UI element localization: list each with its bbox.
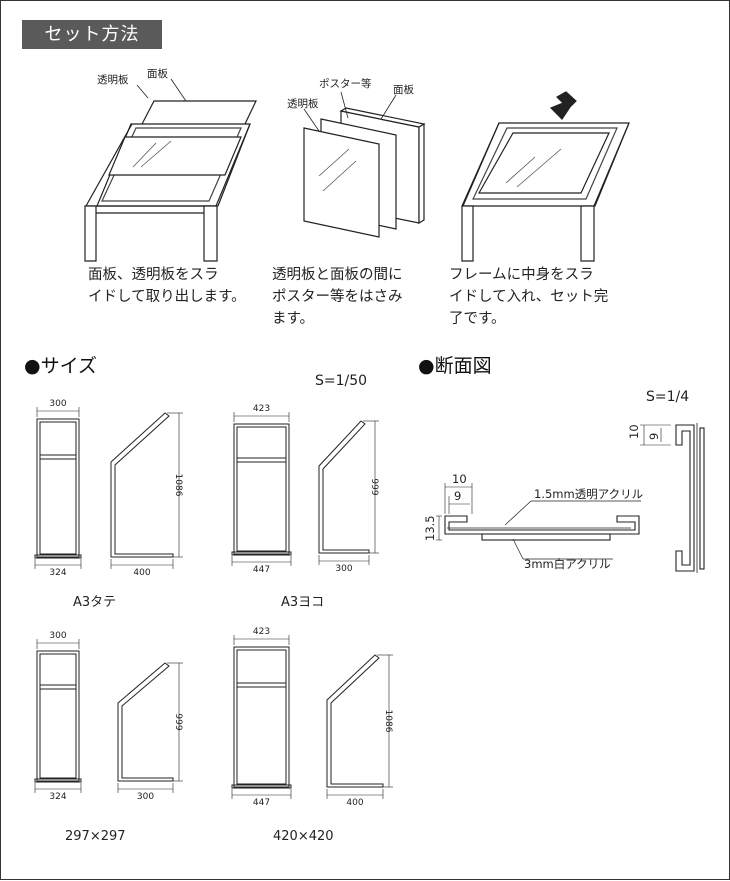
size-scale: S=1/50 <box>315 373 368 389</box>
cs-dim-inner: 9 <box>454 489 461 503</box>
dim-height: 1086 <box>383 710 393 733</box>
dim-bottom-width: 447 <box>253 798 270 808</box>
label-step2-panel: 面板 <box>393 83 414 96</box>
model-name-420: 420×420 <box>273 829 334 844</box>
front-frame <box>36 418 80 558</box>
dim-depth: 300 <box>335 564 352 574</box>
label-step1-panel: 面板 <box>147 67 168 80</box>
side-frame <box>318 420 370 554</box>
step2-caption-text: 透明板と面板の間に ポスター等をはさみ ます。 <box>272 267 403 327</box>
front-frame <box>36 650 80 782</box>
dim-height: 999 <box>369 478 379 495</box>
dim-bottom-width: 324 <box>49 568 66 578</box>
side-frame <box>326 654 384 788</box>
cross-section-diagram <box>436 423 705 573</box>
step3-caption-text: フレームに中身をスラ イドして入れ、セット完 了です。 <box>449 267 609 327</box>
side-frame <box>110 412 174 558</box>
dim-depth: 400 <box>133 568 150 578</box>
dim-height: 1086 <box>173 474 183 497</box>
dim-top-width: 423 <box>253 627 270 637</box>
cross-section-scale: S=1/4 <box>646 389 690 405</box>
dim-top-width: 300 <box>49 399 66 409</box>
dim-bottom-width: 447 <box>253 565 270 575</box>
cs-side-inner: 9 <box>647 433 661 440</box>
dim-height: 999 <box>173 713 183 730</box>
label-step1-transparent: 透明板 <box>97 73 129 86</box>
step1-illustration <box>84 78 257 262</box>
model-name-a3-tate: A3タテ <box>73 595 117 610</box>
step2-caption: 透明板と面板の間に ポスター等をはさみ ます。 <box>272 264 403 330</box>
model-name-a3-yoko: A3ヨコ <box>281 595 325 610</box>
section-header-setup: セット方法 <box>22 20 162 49</box>
dim-depth: 400 <box>346 798 363 808</box>
side-frame <box>117 662 174 782</box>
step2-illustration <box>303 91 426 238</box>
size-section-title: ●サイズ <box>24 355 98 377</box>
size-diagrams: 300 324 1086 400 423 447 999 300 300 324 999 300 423… <box>34 399 393 808</box>
dim-top-width: 423 <box>253 404 270 414</box>
cross-section-title: ●断面図 <box>418 355 492 377</box>
label-step2-transparent: 透明板 <box>287 97 319 110</box>
cs-dim-outer: 10 <box>452 472 467 486</box>
dim-depth: 300 <box>137 792 154 802</box>
cs-side-outer: 10 <box>627 424 641 439</box>
step3-illustration <box>461 91 630 262</box>
dim-bottom-width: 324 <box>49 792 66 802</box>
front-frame <box>233 423 290 555</box>
step1-caption: 面板、透明板をスラ イドして取り出します。 <box>88 264 246 308</box>
cs-label-clear-acrylic: 1.5mm透明アクリル <box>534 487 643 501</box>
step1-caption-text: 面板、透明板をスラ イドして取り出します。 <box>88 267 246 305</box>
model-name-297: 297×297 <box>65 829 126 844</box>
cs-dim-height: 13.5 <box>423 515 437 541</box>
dim-top-width: 300 <box>49 631 66 641</box>
front-frame <box>233 646 290 788</box>
step3-caption: フレームに中身をスラ イドして入れ、セット完 了です。 <box>449 264 608 330</box>
cs-label-white-acrylic: 3mm白アクリル <box>524 557 611 571</box>
label-step2-poster: ポスター等 <box>319 77 372 90</box>
